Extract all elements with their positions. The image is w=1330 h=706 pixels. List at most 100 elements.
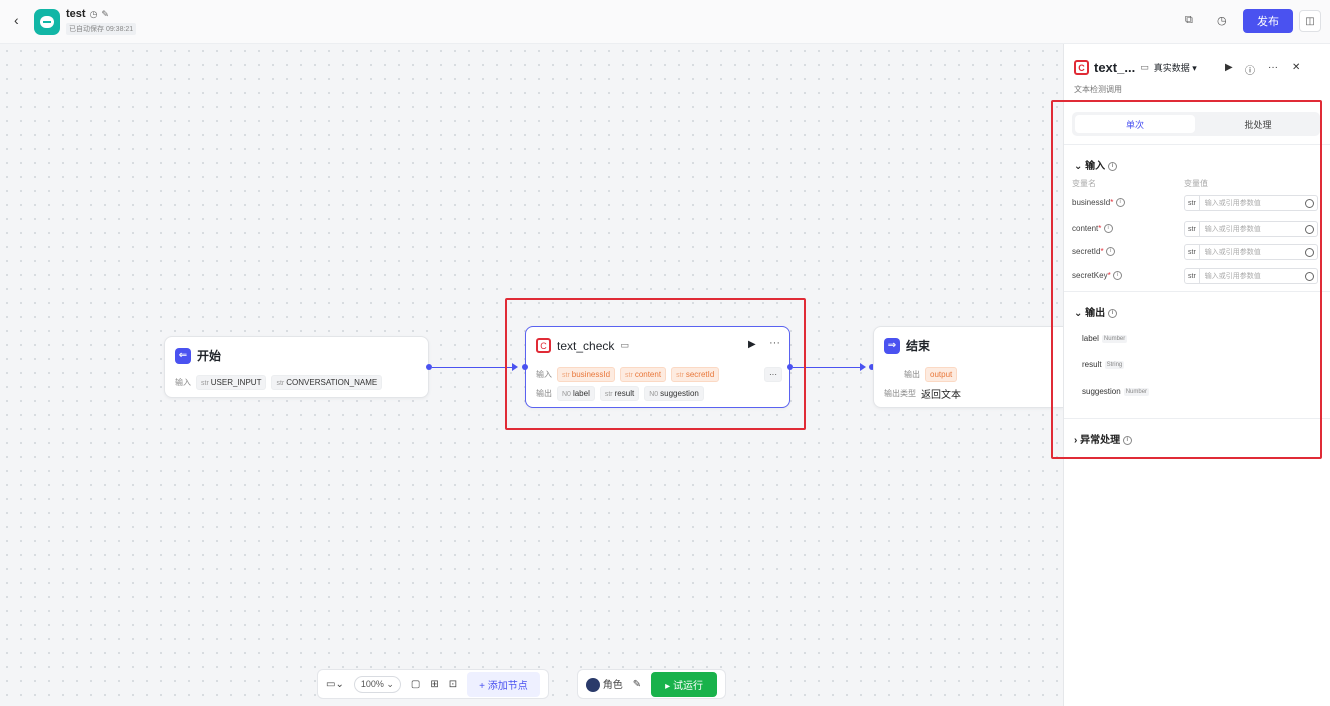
fit-view-icon[interactable]: ⊡ — [448, 678, 458, 690]
canvas-toolbar: ▭⌄ 100% ⌄ ▢ ⊞ ⊡ + 添加节点 — [317, 669, 549, 699]
reference-icon — [1305, 198, 1314, 208]
run-node-icon[interactable]: ▶ — [748, 339, 756, 350]
comment-icon[interactable]: ▭ — [1140, 62, 1149, 72]
app-name: test — [66, 8, 86, 20]
app-logo-icon — [34, 9, 60, 35]
node-detail-panel: C text_... ▭ 真实数据 ▾ ▶ ⓘ ··· ✕ 文本检测调用 单次 … — [1051, 44, 1330, 706]
data-source-select[interactable]: 真实数据 ▾ — [1153, 63, 1197, 73]
reference-icon — [1305, 224, 1314, 234]
more-icon[interactable]: ··· — [769, 337, 780, 349]
text-check-icon: C — [1074, 60, 1089, 75]
start-icon: ⇐ — [175, 347, 191, 364]
divider — [1064, 418, 1330, 419]
var-content-label: content* i — [1072, 224, 1113, 234]
col-var-value: 变量值 — [1184, 179, 1208, 188]
exception-section-toggle[interactable]: › 异常处理 i — [1074, 431, 1132, 446]
check-input-port[interactable] — [522, 364, 528, 370]
end-output-label: 输出 — [904, 370, 920, 379]
edge-arrow — [512, 363, 518, 371]
comment-icon[interactable]: ▭ — [620, 340, 629, 350]
check-output-label: 输出 — [536, 389, 552, 398]
layout-icon[interactable]: ◫ — [1299, 10, 1321, 32]
text-check-title: text_check — [557, 338, 615, 353]
start-node-title: 开始 — [197, 349, 222, 363]
close-icon[interactable]: ✕ — [1292, 62, 1301, 73]
app-title: test ◷ ✎ — [66, 8, 109, 20]
edge-check-to-end — [793, 367, 863, 368]
help-icon[interactable]: ⓘ — [1245, 66, 1255, 77]
end-icon: ⇒ — [884, 337, 900, 354]
history-icon[interactable]: ◷ — [89, 8, 98, 19]
add-node-button[interactable]: + 添加节点 — [467, 671, 540, 697]
highlight-box — [1051, 100, 1322, 459]
col-var-name: 变量名 — [1072, 179, 1096, 188]
autosave-status: 已自动保存 09:38:21 — [66, 23, 137, 35]
layout-tool-icon[interactable]: ⊞ — [430, 678, 439, 690]
back-icon[interactable]: ‹ — [14, 12, 19, 28]
end-input-port[interactable] — [869, 364, 875, 370]
clock-icon[interactable]: ◷ — [1217, 15, 1227, 27]
start-output-port[interactable] — [426, 364, 432, 370]
divider — [1064, 144, 1330, 145]
role-avatar-icon — [586, 678, 600, 693]
var-secretkey-label: secretKey* i — [1072, 271, 1122, 281]
end-node-title: 结束 — [906, 339, 931, 353]
reference-icon — [1305, 247, 1314, 257]
mode-tabs: 单次 批处理 — [1072, 112, 1320, 136]
tab-batch[interactable]: 批处理 — [1244, 119, 1272, 130]
zoom-select[interactable]: 100% ⌄ — [353, 675, 401, 693]
info-icon: i — [1107, 308, 1117, 318]
tab-single[interactable]: 单次 — [1075, 115, 1195, 133]
input-section-toggle[interactable]: ⌄ 输入 i — [1074, 157, 1117, 172]
highlight-box — [505, 298, 806, 430]
end-output-type-label: 输出类型 — [884, 389, 916, 398]
output-section-toggle[interactable]: ⌄ 输出 i — [1074, 304, 1117, 319]
role-selector[interactable]: 角色 — [586, 676, 623, 693]
end-output-type-value: 返回文本 — [921, 390, 961, 401]
publish-button[interactable]: 发布 — [1243, 9, 1293, 33]
top-bar: ‹ test ◷ ✎ 已自动保存 09:38:21 ⧉ ◷ 发布 ◫ — [0, 0, 1330, 44]
run-node-icon[interactable]: ▶ — [1225, 62, 1233, 73]
edit-role-icon[interactable]: ✎ — [632, 678, 642, 690]
info-icon: i — [1122, 435, 1132, 445]
comment-tool-icon[interactable]: ▢ — [410, 678, 421, 690]
more-icon[interactable]: ··· — [1268, 62, 1278, 73]
reference-icon — [1305, 271, 1314, 281]
start-input-label: 输入 — [175, 378, 191, 387]
var-businessid-label: businessId* i — [1072, 198, 1125, 208]
info-icon: i — [1107, 161, 1117, 171]
text-check-icon: C — [536, 338, 551, 353]
copy-icon[interactable]: ⧉ — [1185, 14, 1193, 26]
more-inputs-tag[interactable]: ··· — [764, 367, 782, 382]
edge-arrow — [860, 363, 866, 371]
panel-subtitle: 文本检测调用 — [1074, 85, 1122, 94]
test-run-button[interactable]: ▸ 试运行 — [651, 671, 717, 697]
edge-start-to-check — [432, 367, 516, 368]
divider — [1064, 291, 1330, 292]
check-input-label: 输入 — [536, 370, 552, 379]
edit-icon[interactable]: ✎ — [101, 8, 109, 19]
run-toolbar: 角色 ✎ ▸ 试运行 — [577, 669, 726, 699]
minimap-icon[interactable]: ▭⌄ — [326, 678, 344, 690]
panel-title: text_... — [1094, 60, 1136, 75]
end-node[interactable]: ⇒ 结束 输出 output 输出类型 返回文本 — [873, 326, 1063, 408]
check-output-port[interactable] — [787, 364, 793, 370]
end-output-tag: output — [925, 367, 958, 382]
